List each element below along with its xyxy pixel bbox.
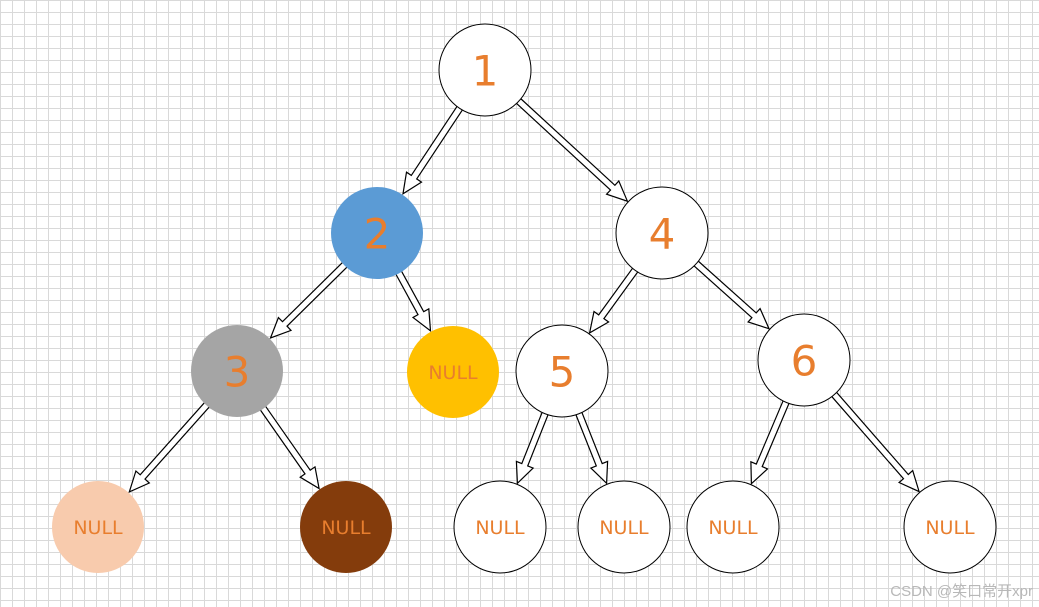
node-label: NULL [73, 517, 123, 539]
tree-node-n1: 1 [438, 23, 532, 117]
node-label: NULL [708, 517, 758, 539]
node-circle [300, 481, 392, 573]
edge-arrow-n1-n4 [514, 96, 629, 203]
edge-arrow-n4-n6 [691, 259, 771, 330]
tree-edges [128, 96, 921, 493]
node-label: 6 [791, 337, 818, 386]
edge-arrow-n3-nC [258, 404, 320, 490]
node-label: NULL [321, 517, 371, 539]
edge-arrow-n6-nG [829, 390, 921, 493]
edge-arrow-n3-nB [128, 400, 211, 493]
tree-node-n4: 4 [615, 186, 709, 280]
tree-node-n2: 2 [331, 187, 423, 279]
csdn-watermark: CSDN @笑口常开xpr [890, 583, 1033, 600]
tree-node-nE: NULL [577, 480, 671, 574]
node-label: NULL [925, 517, 975, 539]
edge-arrow-n5-nE [574, 409, 609, 485]
edge-arrow-n5-nD [515, 409, 550, 485]
tree-node-nA: NULL [407, 326, 499, 418]
node-label: NULL [475, 517, 525, 539]
tree-node-n6: 6 [757, 313, 851, 407]
tree-node-nF: NULL [686, 480, 780, 574]
tree-node-nD: NULL [453, 480, 547, 574]
node-circle [52, 481, 144, 573]
node-label: 4 [649, 210, 676, 259]
node-circle [515, 324, 609, 418]
node-label: 3 [224, 348, 251, 397]
node-circle [438, 23, 532, 117]
edge-arrow-n1-n2 [402, 104, 465, 196]
node-label: NULL [599, 517, 649, 539]
node-circle [757, 313, 851, 407]
node-label: 5 [549, 348, 576, 397]
tree-node-nC: NULL [300, 481, 392, 573]
node-label: NULL [428, 362, 478, 384]
node-circle [615, 186, 709, 280]
node-circle [191, 325, 283, 417]
node-circle [686, 480, 780, 574]
node-circle [331, 187, 423, 279]
tree-node-nG: NULL [903, 480, 997, 574]
node-circle [453, 480, 547, 574]
tree-node-nB: NULL [52, 481, 144, 573]
edge-arrow-n2-n3 [269, 260, 349, 340]
node-circle [407, 326, 499, 418]
edge-arrow-n4-n5 [588, 265, 640, 335]
edge-arrow-n6-nF [750, 398, 791, 486]
tree-node-n3: 3 [191, 325, 283, 417]
edge-arrow-n2-nA [394, 269, 432, 333]
tree-node-n5: 5 [515, 324, 609, 418]
node-label: 1 [472, 47, 499, 96]
node-label: 2 [364, 210, 391, 259]
node-circle [577, 480, 671, 574]
node-circle [903, 480, 997, 574]
